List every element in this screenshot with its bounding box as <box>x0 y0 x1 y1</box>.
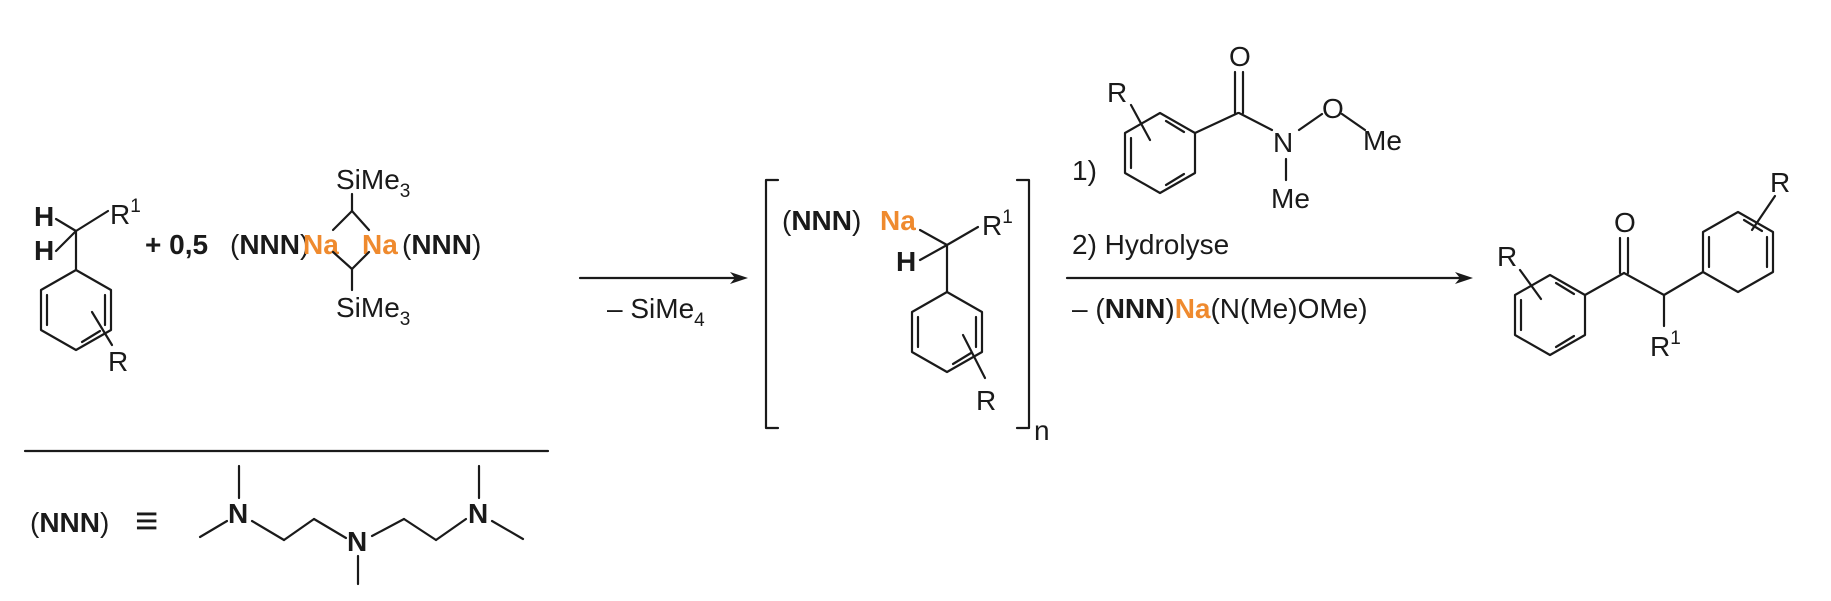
atom-h-lower: H <box>34 235 54 266</box>
bond-co-ch <box>1622 271 1666 297</box>
bond-h-ch <box>54 229 78 253</box>
pmdta-n2: N <box>347 526 367 557</box>
bond-ring-r <box>961 333 987 380</box>
benzene-ring <box>39 268 113 352</box>
bond-ring-r <box>90 310 114 347</box>
intermediate-r: R <box>976 385 996 416</box>
bond-h-ch <box>54 217 78 233</box>
benzene-ring <box>1701 210 1775 294</box>
reaction-arrow-2: 1) R O N Me O Me 2) Hydrolyse – (NNN)Na(… <box>1065 41 1473 324</box>
amide-r: R <box>1107 77 1127 108</box>
sodium-left: Na <box>303 229 339 260</box>
bond-c-r1 <box>74 209 110 233</box>
ligand-legend: (NNN) ≡ N N N <box>23 449 550 586</box>
polymer-index: n <box>1034 415 1050 446</box>
atom-r1: R1 <box>110 196 141 230</box>
bond-ring-co <box>1583 271 1626 297</box>
amide-o: O <box>1322 93 1344 124</box>
n-methyl: Me <box>1271 183 1310 214</box>
step-1-label: 1) <box>1072 155 1097 186</box>
pmdta-structure: N N N <box>198 464 525 586</box>
sodium-reagent: + 0,5 (NNN) Na Na (NNN) SiMe3 SiMe3 <box>145 164 481 330</box>
product-r1: R1 <box>1650 328 1681 362</box>
product-r-right: R <box>1770 167 1790 198</box>
ligand-right: (NNN) <box>402 229 481 260</box>
silyl-bottom: SiMe3 <box>336 292 410 330</box>
bracket-right <box>1015 178 1031 430</box>
reaction-arrow-1: – SiMe4 <box>578 272 748 331</box>
na-c-ring <box>331 209 371 271</box>
bond-ch-ring <box>1662 270 1705 297</box>
arrow2-byproduct: – (NNN)Na(N(Me)OMe) <box>1072 293 1368 324</box>
weinreb-amide: R O N Me O Me <box>1107 41 1402 214</box>
carbonyl-o: O <box>1229 41 1251 72</box>
pmdta-n1: N <box>228 498 248 529</box>
benzene-ring <box>1513 273 1587 357</box>
o-methyl: Me <box>1363 125 1402 156</box>
product: R O R1 R <box>1497 167 1790 362</box>
intermediate-ligand: (NNN) <box>782 205 861 236</box>
legend-ligand: (NNN) <box>30 507 109 538</box>
pmdta-n3: N <box>468 498 488 529</box>
sodium-right: Na <box>362 229 398 260</box>
bond-ring-r <box>1750 194 1777 232</box>
bond-c-r1 <box>945 225 980 247</box>
bond-h-c <box>918 243 949 262</box>
benzene-ring <box>910 290 984 374</box>
bond-ring-r <box>1518 268 1543 301</box>
starting-material: H H R1 R <box>34 196 141 377</box>
intermediate-h: H <box>896 246 916 277</box>
step-2-label: 2) Hydrolyse <box>1072 229 1229 260</box>
amide-n: N <box>1273 127 1293 158</box>
atom-r: R <box>108 346 128 377</box>
product-carbonyl-o: O <box>1614 207 1636 238</box>
ligand-left: (NNN) <box>230 229 309 260</box>
intermediate-sodium: Na <box>880 205 916 236</box>
atom-h-upper: H <box>34 201 54 232</box>
reagent-coefficient: + 0,5 <box>145 229 208 260</box>
product-r-left: R <box>1497 241 1517 272</box>
intermediate-r1: R1 <box>982 207 1013 241</box>
bracket-left <box>764 178 780 430</box>
arrow1-byproduct: – SiMe4 <box>607 293 705 331</box>
equiv-symbol: ≡ <box>135 499 158 543</box>
silyl-top: SiMe3 <box>336 164 410 202</box>
bond-na-c <box>918 228 949 247</box>
intermediate: n (NNN) Na H R1 R <box>764 178 1050 446</box>
